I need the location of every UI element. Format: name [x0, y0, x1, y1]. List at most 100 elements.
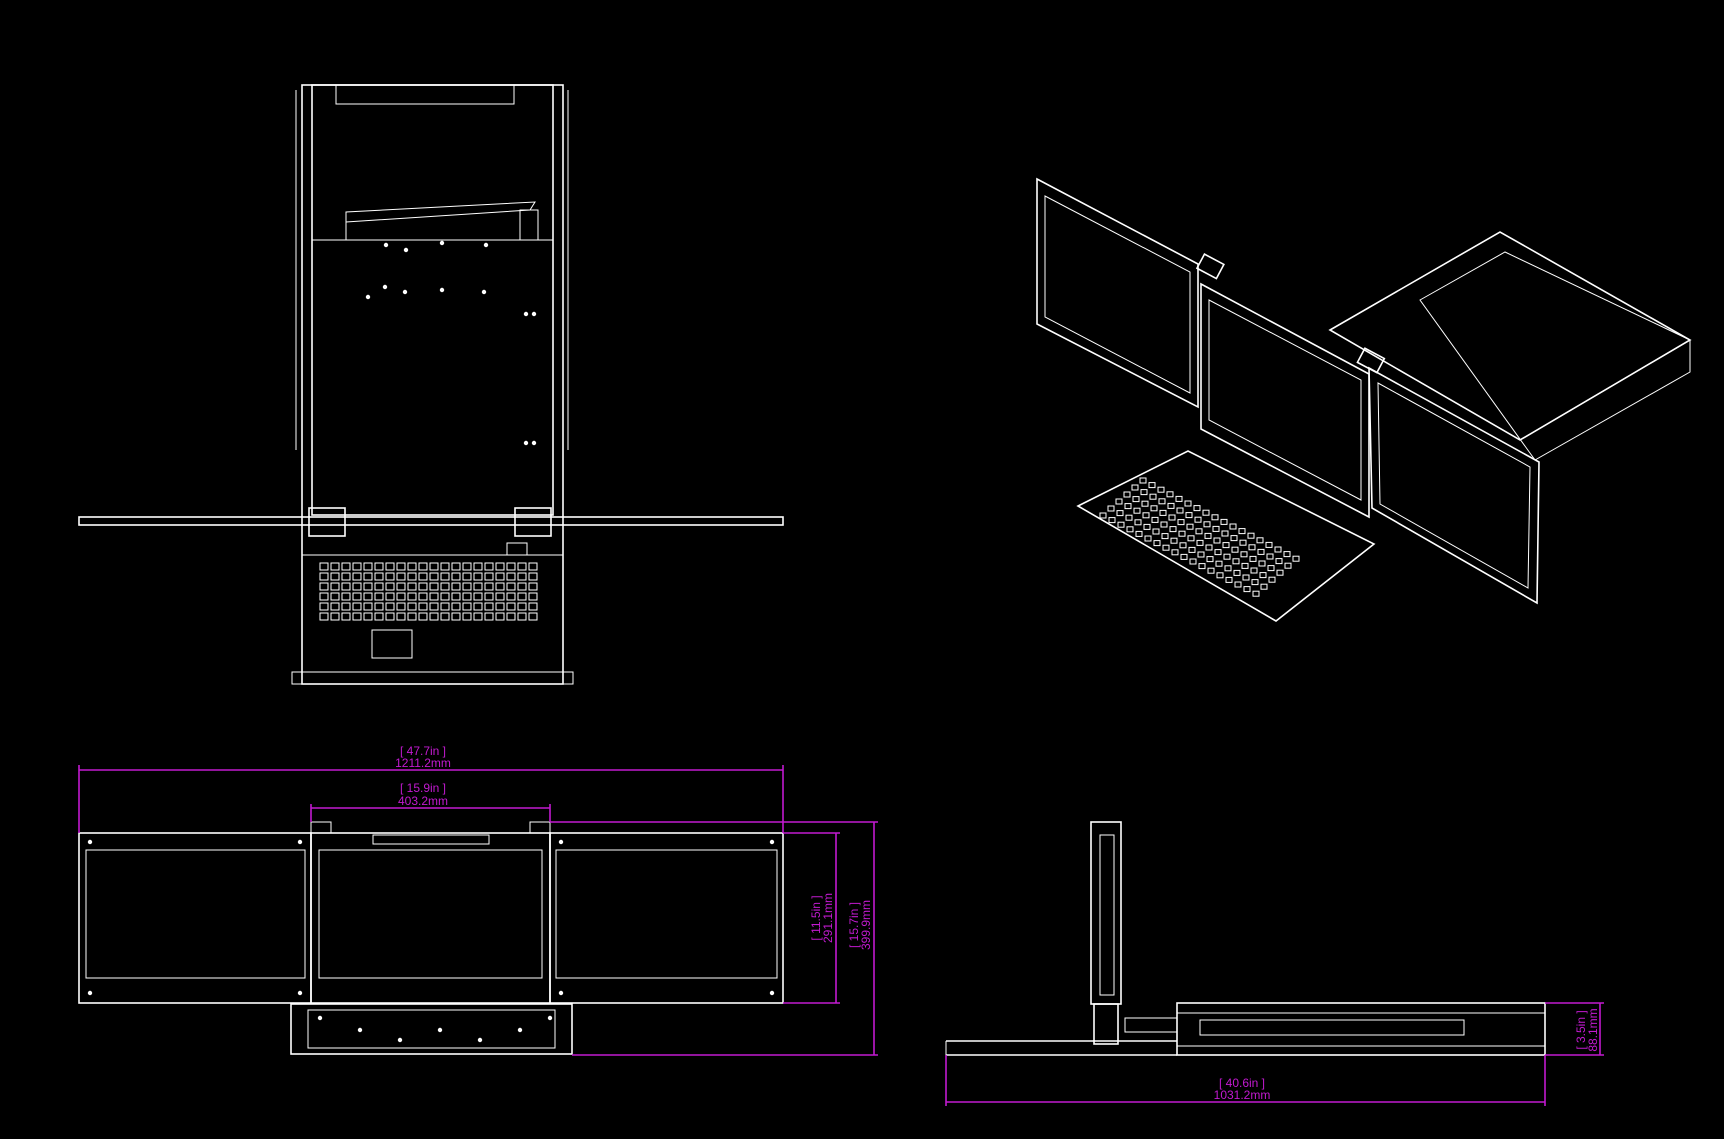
key — [517, 612, 527, 621]
key — [1126, 526, 1134, 533]
hole — [531, 440, 537, 446]
key — [418, 602, 428, 611]
key — [330, 612, 340, 621]
key — [1242, 574, 1250, 581]
key — [495, 582, 505, 591]
rack-height-imperial: [ 3.5in ] — [1574, 1010, 1588, 1049]
key — [517, 582, 527, 591]
key — [517, 562, 527, 571]
key — [1123, 491, 1131, 498]
hole — [403, 247, 409, 253]
key — [473, 572, 483, 581]
hole — [517, 1027, 523, 1033]
key — [330, 602, 340, 611]
key — [1230, 535, 1238, 542]
key — [495, 592, 505, 601]
key — [1225, 576, 1233, 583]
center-width-metric: 403.2mm — [398, 794, 448, 808]
key — [396, 612, 406, 621]
key — [1266, 553, 1274, 560]
key — [1283, 551, 1291, 558]
front-view — [78, 821, 784, 1055]
hole — [531, 311, 537, 317]
key — [440, 602, 450, 611]
key — [506, 602, 516, 611]
key — [506, 612, 516, 621]
key — [1169, 526, 1177, 533]
key — [1116, 510, 1124, 517]
key — [1159, 509, 1167, 516]
key — [363, 582, 373, 591]
key — [407, 602, 417, 611]
key — [1249, 555, 1257, 562]
key — [319, 602, 329, 611]
key — [1189, 558, 1197, 565]
key — [473, 562, 483, 571]
key — [473, 612, 483, 621]
side-view — [945, 821, 1546, 1056]
key — [1216, 572, 1224, 579]
key — [385, 562, 395, 571]
key — [352, 602, 362, 611]
key — [1115, 498, 1123, 505]
key — [1256, 537, 1264, 544]
key — [1197, 551, 1205, 558]
key — [1196, 539, 1204, 546]
key — [1133, 507, 1141, 514]
key — [1274, 546, 1282, 553]
key — [363, 572, 373, 581]
key — [1248, 544, 1256, 551]
key — [1233, 569, 1241, 576]
key — [1184, 500, 1192, 507]
key — [429, 592, 439, 601]
key — [451, 562, 461, 571]
key — [1206, 556, 1214, 563]
hole — [297, 990, 303, 996]
key — [1193, 505, 1201, 512]
keyboard-top-view — [319, 562, 538, 621]
key — [451, 582, 461, 591]
key — [352, 612, 362, 621]
center-width-imperial: [ 15.9in ] — [400, 781, 446, 795]
key — [1231, 546, 1239, 553]
hole — [365, 294, 371, 300]
key — [528, 592, 538, 601]
key — [1240, 551, 1248, 558]
key — [440, 582, 450, 591]
key — [451, 602, 461, 611]
key — [1203, 521, 1211, 528]
key — [1179, 542, 1187, 549]
key — [374, 582, 384, 591]
key — [1198, 563, 1206, 570]
key — [385, 572, 395, 581]
key — [1124, 503, 1132, 510]
key — [528, 582, 538, 591]
key — [374, 612, 384, 621]
key — [1153, 540, 1161, 547]
key — [341, 572, 351, 581]
key — [352, 582, 362, 591]
key — [374, 572, 384, 581]
key — [1260, 583, 1268, 590]
key — [462, 582, 472, 591]
key — [462, 602, 472, 611]
key — [1187, 535, 1195, 542]
key — [374, 562, 384, 571]
key — [1220, 518, 1228, 525]
key — [484, 602, 494, 611]
hole — [558, 990, 564, 996]
key — [363, 592, 373, 601]
isometric-view — [1036, 177, 1692, 622]
depth-metric: 1031.2mm — [1214, 1088, 1271, 1102]
key — [1158, 498, 1166, 505]
keyboard-iso-view — [1099, 477, 1300, 597]
key — [429, 582, 439, 591]
key — [341, 612, 351, 621]
key — [1234, 581, 1242, 588]
key — [341, 582, 351, 591]
key — [330, 562, 340, 571]
key — [440, 562, 450, 571]
key — [429, 602, 439, 611]
key — [1239, 539, 1247, 546]
key — [1222, 542, 1230, 549]
